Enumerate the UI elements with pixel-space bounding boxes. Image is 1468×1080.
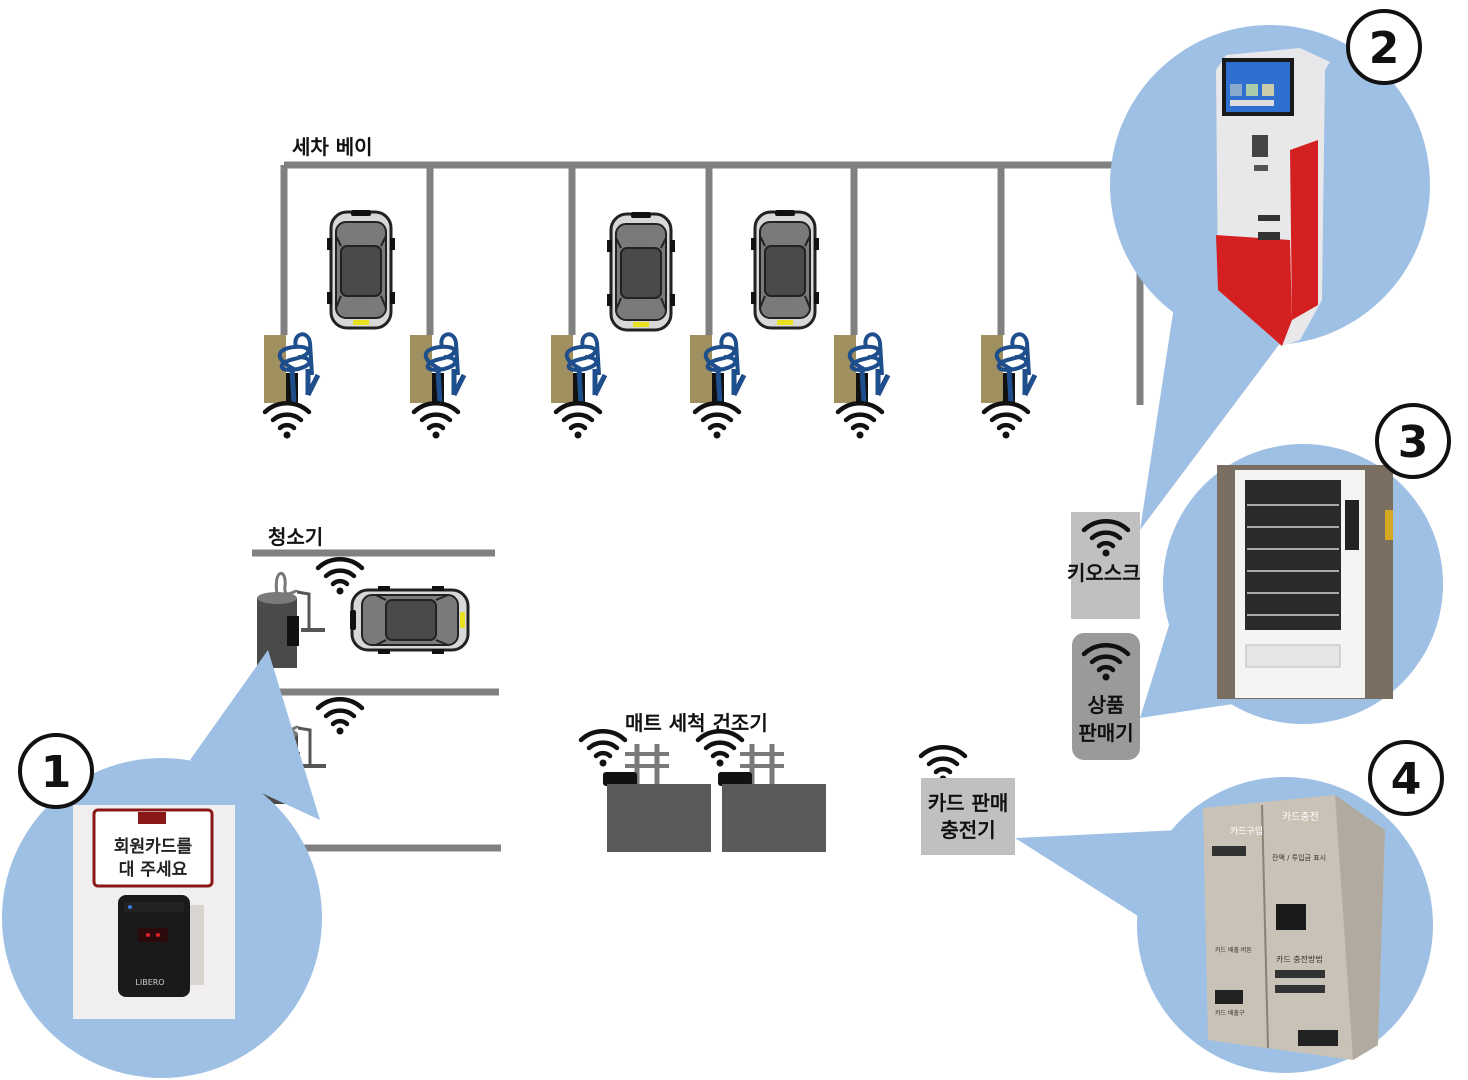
card-machine-box <box>921 778 1015 855</box>
car-icon <box>605 210 677 332</box>
card-machine-balance: 잔액 / 투입금 표시 <box>1272 853 1326 862</box>
badge-2: 2 <box>1346 9 1422 85</box>
member-card-sign-2: 대 주세요 <box>119 860 188 880</box>
hose-icon <box>981 334 1035 403</box>
vending-label-2: 판매기 <box>1078 721 1133 745</box>
badge-1: 1 <box>18 733 94 809</box>
hose-icon <box>690 334 744 403</box>
badge-2-number: 2 <box>1369 23 1400 74</box>
mat-washer-label: 매트 세척 건조기 <box>625 711 768 735</box>
car-icon <box>749 208 821 330</box>
wifi-icon <box>921 747 965 782</box>
wifi-icon <box>698 731 742 766</box>
wifi-icon <box>556 403 600 438</box>
wifi-icon <box>318 559 362 594</box>
card-machine-exit: 카드 배출구 <box>1215 1009 1245 1017</box>
hose-icon <box>264 334 318 403</box>
hose-icon <box>551 334 605 403</box>
card-machine-label-1: 카드 판매 <box>928 791 1009 815</box>
vending-box <box>1072 633 1140 760</box>
vending-machine-photo <box>1217 465 1393 699</box>
badge-1-number: 1 <box>41 747 72 798</box>
card-machine-button: 카드 배출 버튼 <box>1215 946 1252 954</box>
card-machine-label-2: 충전기 <box>940 818 995 842</box>
badge-3-number: 3 <box>1398 417 1429 468</box>
wifi-icon <box>838 403 882 438</box>
hose-icon <box>834 334 888 403</box>
wifi-icon <box>414 403 458 438</box>
badge-4-number: 4 <box>1391 754 1422 805</box>
mat-washer-unit <box>718 744 826 852</box>
member-card-reader-photo: 회원카드를 대 주세요 LIBERO <box>73 805 235 1019</box>
wifi-icon <box>265 403 309 438</box>
callout-pointer-1 <box>190 650 320 820</box>
reader-brand: LIBERO <box>135 978 164 987</box>
kiosk-label: 키오스크 <box>1067 561 1141 585</box>
card-machine-method: 카드 충전방법 <box>1276 954 1323 964</box>
mat-washer-unit <box>603 744 711 852</box>
wifi-icon <box>984 403 1028 438</box>
card-machine-charge: 카드충전 <box>1282 811 1319 823</box>
member-card-sign-1: 회원카드를 <box>114 837 193 857</box>
vending-label-1: 상품 <box>1088 693 1125 717</box>
car-icon <box>325 208 397 330</box>
wifi-icon <box>318 699 362 734</box>
badge-4: 4 <box>1368 740 1444 816</box>
car-icon <box>348 584 470 656</box>
badge-3: 3 <box>1375 403 1451 479</box>
card-machine-buy: 카드구입 <box>1230 825 1263 837</box>
vacuum-label: 청소기 <box>268 525 323 549</box>
card-charger-photo: 카드구입 카드충전 잔액 / 투입금 표시 카드 배출 버튼 카드 충전방법 카… <box>1203 795 1385 1060</box>
wash-bay-label: 세차 베이 <box>292 135 373 159</box>
callout-pointer-2 <box>1140 300 1290 530</box>
kiosk-photo <box>1216 48 1330 346</box>
wifi-icon <box>695 403 739 438</box>
wifi-icon <box>581 731 625 766</box>
hose-icon <box>410 334 464 403</box>
